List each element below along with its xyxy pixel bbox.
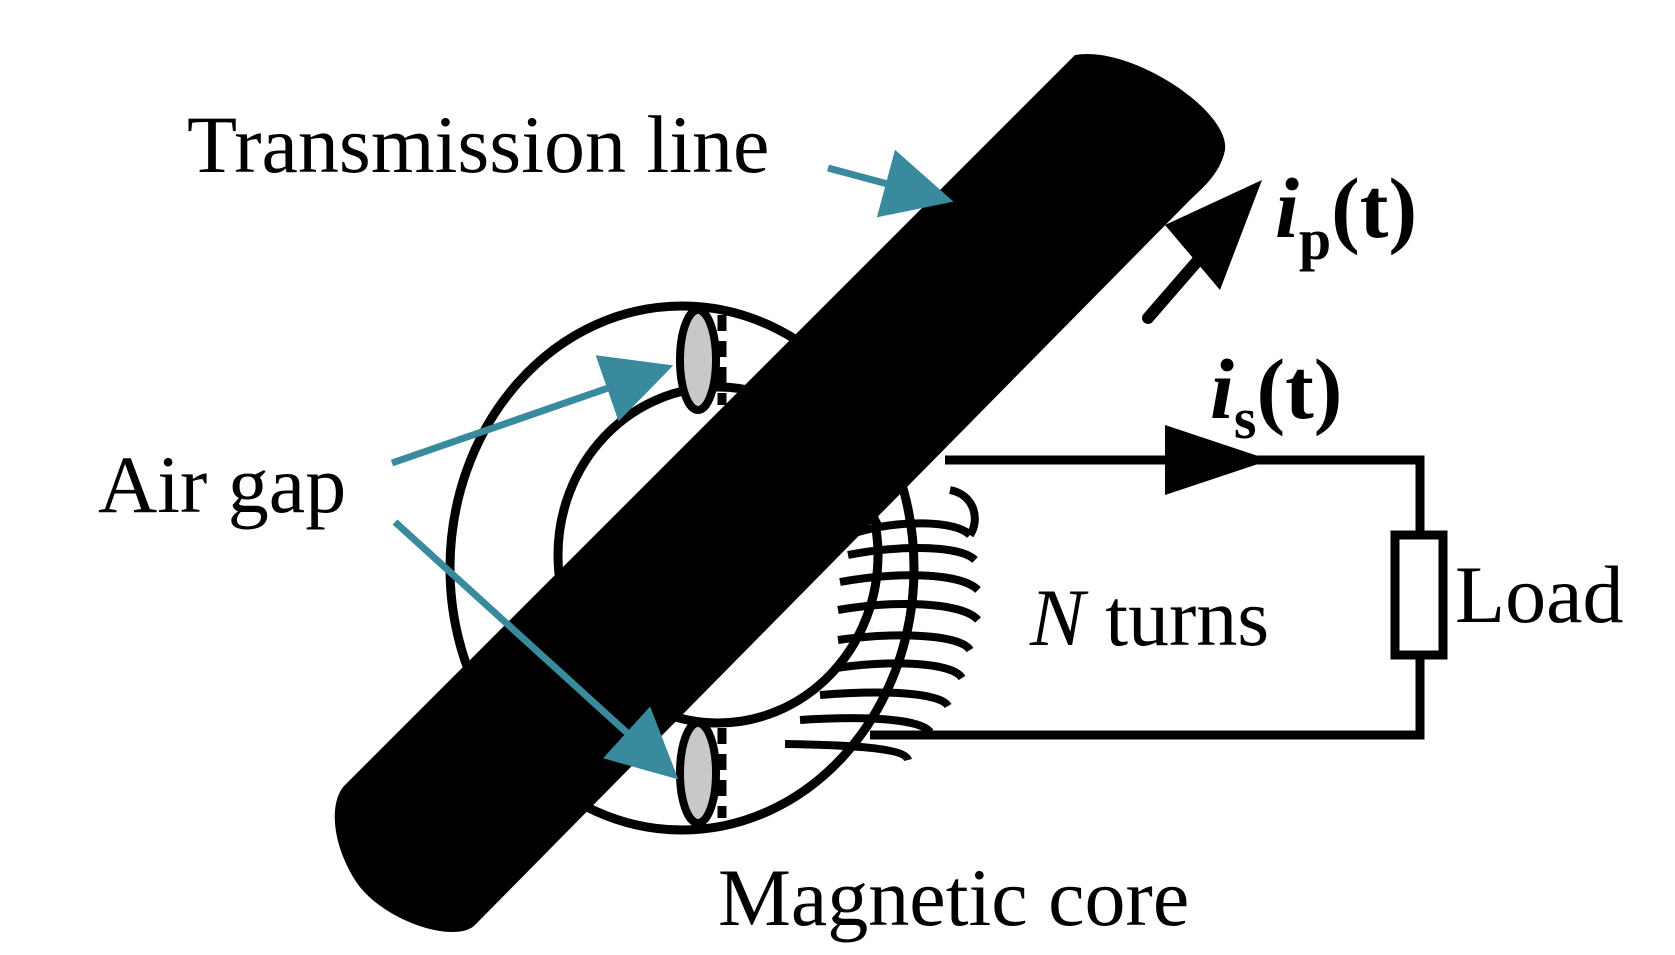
wire-bottom [870,655,1425,740]
secondary-circuit [870,455,1425,740]
pointer-arrow-icon-air-gap-bottom [392,519,679,780]
pointer-arrow-icon-air-gap-top [390,355,674,467]
air-gap-top [676,306,727,414]
load-resistor [1390,530,1448,660]
ip-current-arrow-icon [1142,180,1262,324]
label-is-i: i [1210,341,1234,437]
secondary-winding [784,486,981,763]
wire-top [945,455,1425,535]
label-transmission-line: Transmission line [187,99,769,190]
label-turns: turns [1085,572,1270,663]
label-ip-t: (t) [1331,160,1417,256]
label-load: Load [1455,549,1623,640]
label-is-sub: s [1234,386,1257,451]
core-front-upper [744,410,885,533]
transmission-line-body [334,53,1226,933]
pointer-arrows [390,149,954,780]
label-n: N [1029,572,1089,663]
label-magnetic-core: Magnetic core [718,852,1189,943]
label-ip-i: i [1275,160,1299,256]
label-ip: ip(t) [1275,160,1417,272]
is-current-arrow-icon [1165,425,1270,495]
label-ip-sub: p [1299,207,1331,272]
pointer-arrow-icon-transmission-line [827,149,954,218]
label-air-gap: Air gap [98,439,346,530]
label-is: is(t) [1210,341,1342,451]
air-gap-bottom [676,719,727,827]
transmission-line [334,53,1226,933]
label-is-t: (t) [1256,341,1342,437]
label-n-turns: N turns [1029,572,1269,663]
